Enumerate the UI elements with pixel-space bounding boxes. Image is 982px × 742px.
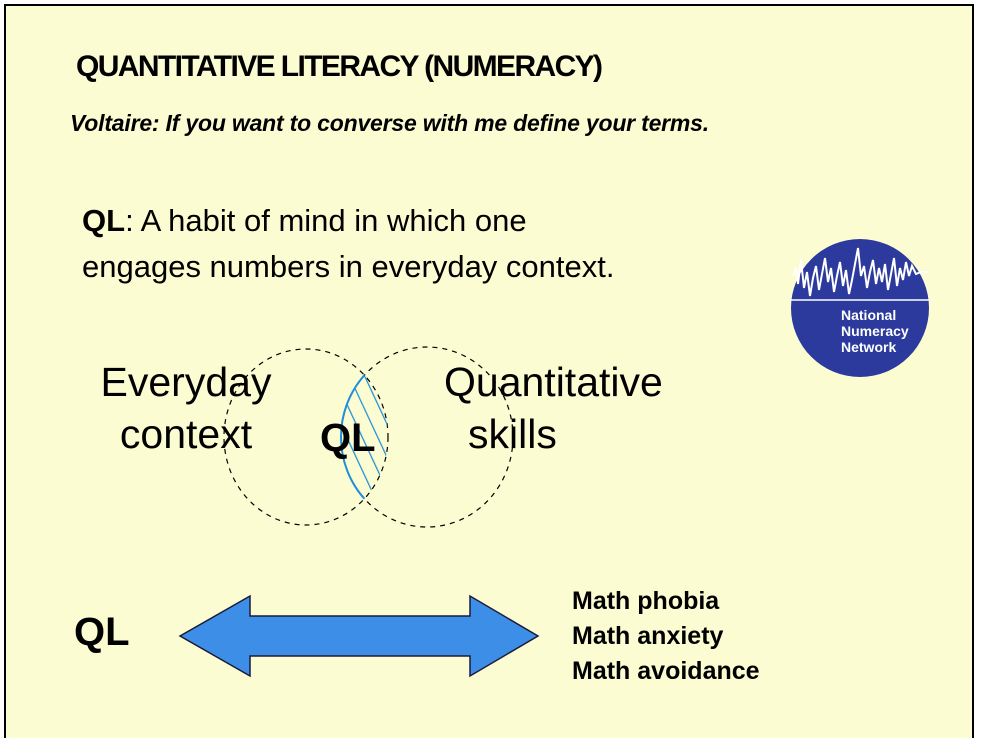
venn-right-label: Quantitative skills: [444, 356, 663, 460]
list-item: Math anxiety: [572, 622, 724, 650]
definition-term: QL: [82, 203, 126, 238]
venn-right-circle: [340, 346, 514, 528]
ql-bottom-label: QL: [74, 610, 130, 654]
venn-diagram: [223, 346, 514, 528]
venn-left-label: Everyday context: [86, 356, 286, 460]
venn-left-label-line2: context: [119, 411, 253, 457]
list-item: Math avoidance: [572, 657, 760, 685]
definition-text-line1: : A habit of mind in which one: [125, 203, 527, 238]
venn-right-label-line1: Quantitative: [444, 359, 663, 405]
logo-text-network: Network: [841, 339, 896, 355]
logo-circle: [791, 239, 929, 377]
double-arrow-icon: [178, 594, 540, 678]
voltaire-quote: Voltaire: If you want to converse with m…: [70, 110, 709, 136]
ql-definition: QL: A habit of mind in which one engages…: [82, 198, 782, 290]
logo-text-national: National: [841, 307, 896, 323]
logo-line-graph: [792, 247, 929, 297]
slide-title: QUANTITATIVE LITERACY (NUMERACY): [76, 50, 603, 83]
list-item: Math phobia: [572, 587, 720, 615]
national-numeracy-network-logo: National Numeracy Network: [789, 239, 931, 377]
venn-right-label-line2: skills: [468, 411, 557, 457]
logo-text-numeracy: Numeracy: [841, 323, 909, 339]
venn-center-label: QL: [320, 416, 376, 460]
arrow-shape: [178, 594, 540, 678]
math-phobia-list: Math phobia Math anxiety Math avoidance: [572, 584, 760, 689]
venn-left-label-line1: Everyday: [100, 359, 272, 405]
slide: QUANTITATIVE LITERACY (NUMERACY) Voltair…: [4, 4, 974, 738]
definition-text-line2: engages numbers in everyday context.: [82, 249, 615, 284]
